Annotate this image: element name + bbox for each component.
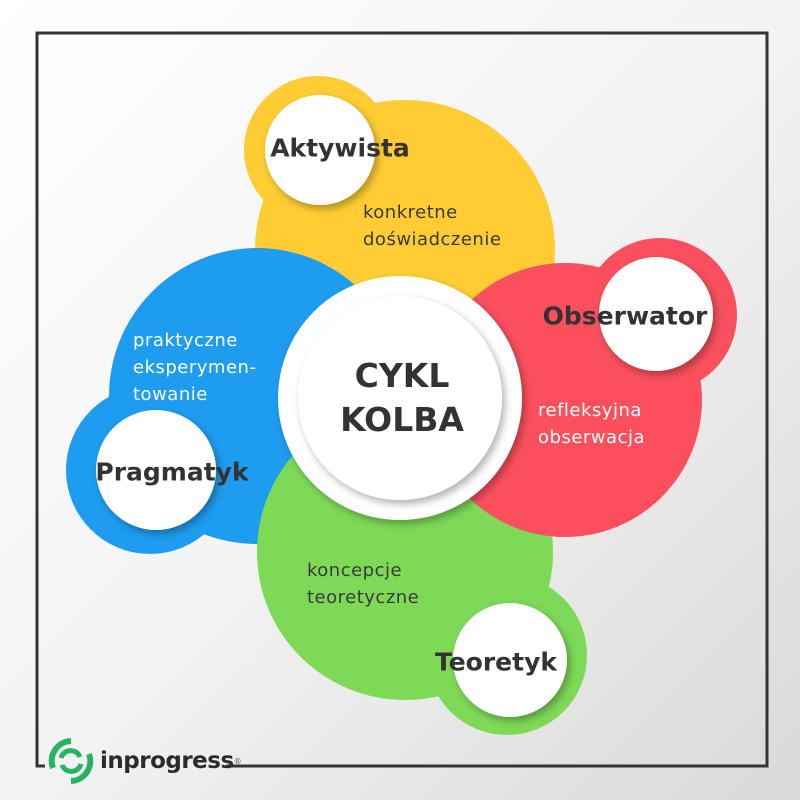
description-line: eksperymen- bbox=[133, 357, 257, 378]
description-teoretyk: koncepcje teoretyczne bbox=[307, 557, 419, 611]
description-aktywista: konkretne doświadczenie bbox=[363, 199, 501, 253]
logo-text: inprogress bbox=[100, 748, 234, 774]
frame bbox=[35, 31, 769, 768]
role-obserwator: Obserwator bbox=[542, 301, 708, 331]
description-line: teoretyczne bbox=[307, 587, 420, 608]
description-line: towanie bbox=[133, 384, 208, 405]
description-line: konkretne bbox=[363, 202, 458, 223]
description-line: doświadczenie bbox=[363, 229, 502, 250]
description-line: obserwacja bbox=[538, 427, 645, 448]
title-line: CYKL bbox=[354, 356, 450, 395]
inprogress-logo: inprogress® bbox=[48, 738, 242, 784]
title-line: KOLBA bbox=[340, 400, 464, 439]
role-pragmatyk: Pragmatyk bbox=[95, 457, 249, 487]
description-line: koncepcje bbox=[307, 560, 403, 581]
center-circle bbox=[278, 276, 522, 520]
diagram-title: CYKL KOLBA bbox=[340, 354, 464, 442]
logo-swirl-icon bbox=[48, 738, 94, 784]
role-aktywista: Aktywista bbox=[270, 133, 410, 163]
description-obserwator: refleksyjna obserwacja bbox=[538, 397, 645, 451]
role-teoretyk: Teoretyk bbox=[434, 647, 558, 677]
description-line: refleksyjna bbox=[538, 400, 642, 421]
registered-mark: ® bbox=[233, 756, 242, 766]
description-pragmatyk: praktyczne eksperymen- towanie bbox=[133, 327, 256, 408]
description-line: praktyczne bbox=[133, 330, 238, 351]
